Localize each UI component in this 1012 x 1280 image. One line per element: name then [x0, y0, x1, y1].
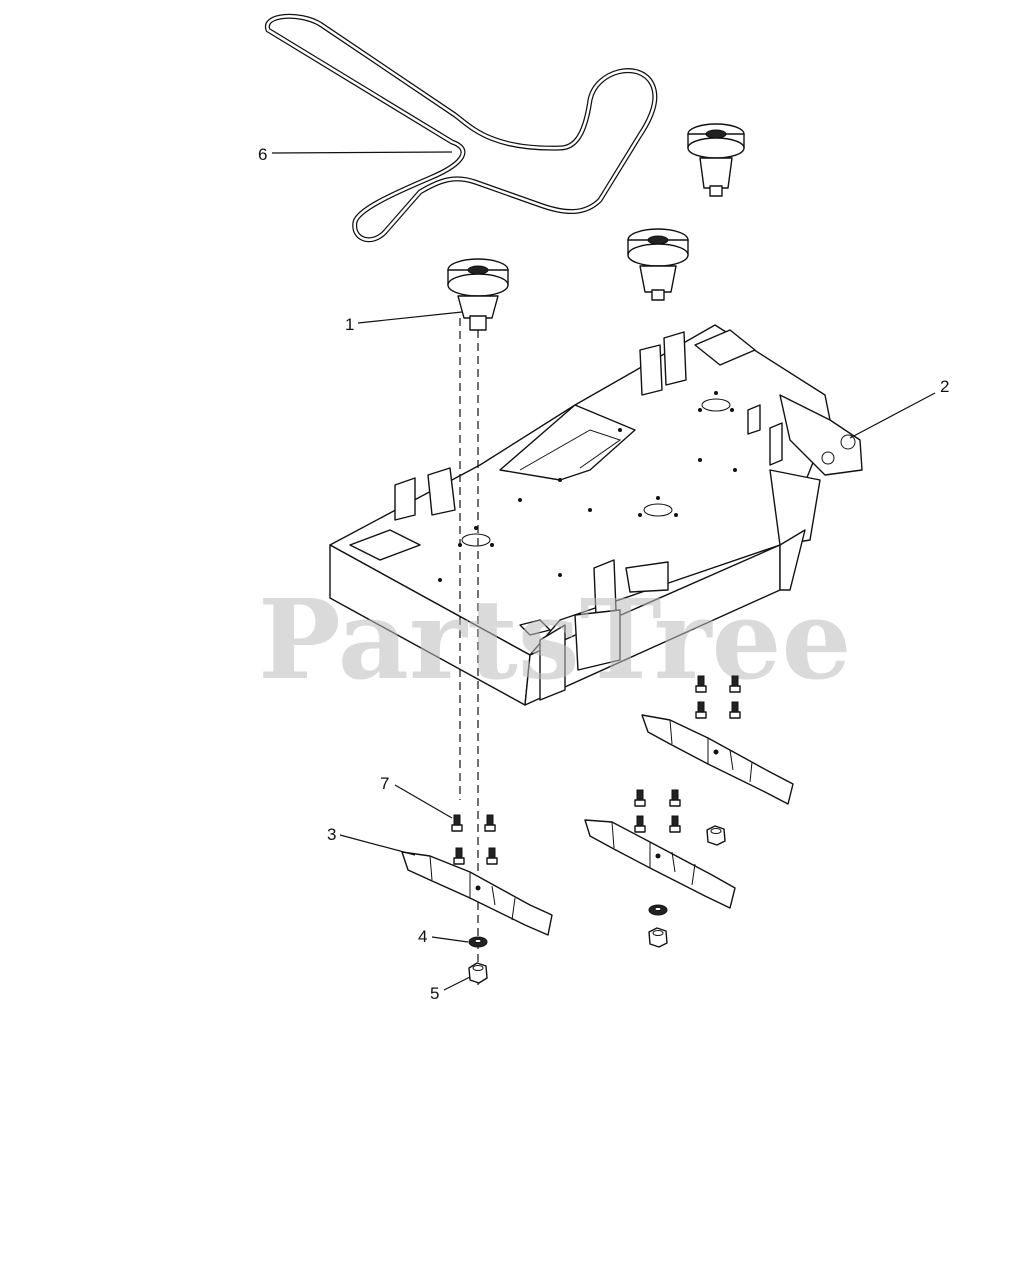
nut-left[interactable] — [468, 962, 488, 984]
blade-right[interactable] — [641, 714, 794, 805]
washer-center[interactable] — [648, 904, 668, 916]
nut-right[interactable] — [706, 825, 726, 846]
callout-4: 4 — [418, 927, 427, 946]
bolt-group-center[interactable] — [634, 789, 681, 833]
washer-left[interactable] — [468, 936, 488, 948]
spindle-assembly-left[interactable] — [447, 258, 509, 331]
callout-5: 5 — [430, 984, 439, 1003]
callout-2: 2 — [940, 377, 949, 396]
watermark: PartsTree — [258, 575, 852, 704]
spindle-assembly-right[interactable] — [687, 123, 745, 197]
callout-7: 7 — [380, 774, 389, 793]
callout-6: 6 — [258, 145, 267, 164]
bolt-group-left[interactable] — [451, 814, 498, 865]
alignment-line — [459, 318, 479, 985]
blade-left[interactable] — [401, 851, 553, 936]
leader-lines — [271, 151, 936, 991]
callout-3: 3 — [327, 825, 336, 844]
drive-belt[interactable] — [265, 13, 658, 243]
mower-deck[interactable] — [329, 324, 863, 706]
nut-center[interactable] — [648, 927, 668, 948]
callout-1: 1 — [345, 315, 354, 334]
spindle-assembly-center[interactable] — [627, 228, 689, 301]
blade-center[interactable] — [584, 819, 736, 909]
bolt-group-right[interactable] — [695, 675, 741, 719]
